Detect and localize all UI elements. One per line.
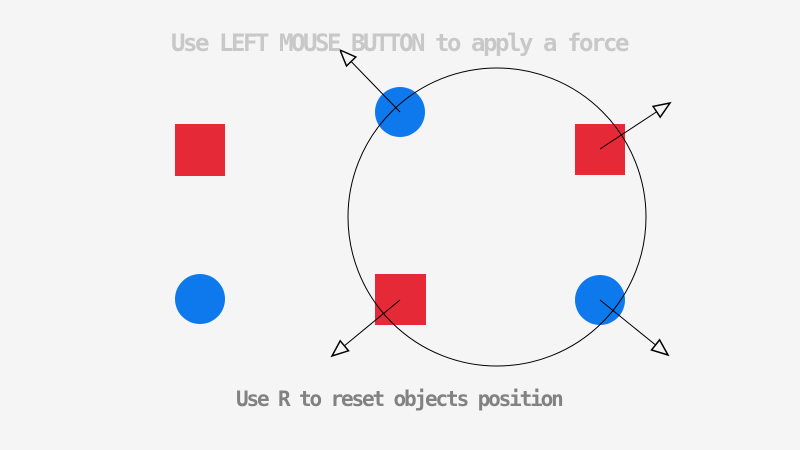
red-box-left[interactable] xyxy=(175,124,225,176)
hint-apply-force: Use LEFT MOUSE BUTTON to apply a force xyxy=(171,29,629,57)
force-arrow-up-right-head-icon xyxy=(651,101,672,119)
hint-reset-objects: Use R to reset objects position xyxy=(236,387,564,411)
red-box-right[interactable] xyxy=(575,124,625,175)
force-arrow-down-right-head-icon xyxy=(650,338,670,357)
red-box-center[interactable] xyxy=(375,274,426,325)
selection-radius-circle xyxy=(347,67,647,367)
force-arrow-up-left-head-icon xyxy=(338,48,358,68)
force-arrow-down-left-head-icon xyxy=(330,339,350,358)
blue-ball-left[interactable] xyxy=(175,274,225,324)
